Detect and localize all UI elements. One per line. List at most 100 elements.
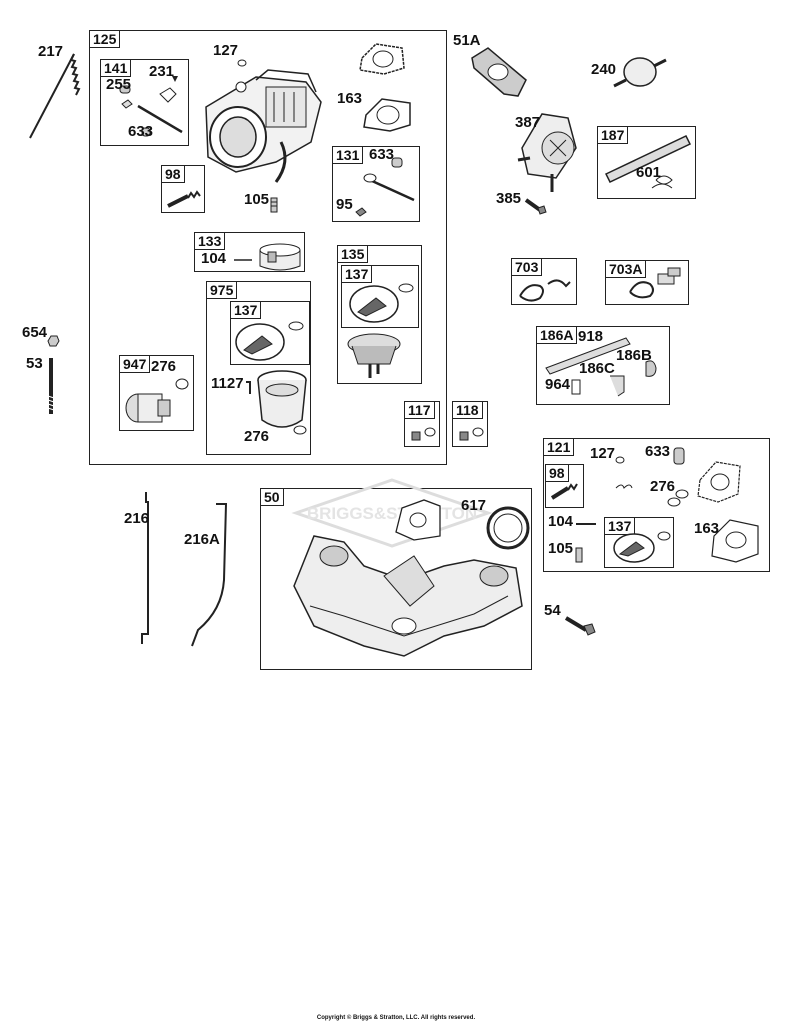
- callout-276-c: 276: [650, 478, 676, 495]
- link-216a-icon: [191, 503, 228, 647]
- tag-98-b: 98: [545, 464, 569, 482]
- spring-rod-217-icon: [29, 53, 81, 139]
- callout-163: 163: [337, 90, 363, 107]
- fuel-filter-240-icon: [613, 57, 667, 88]
- gasket-163-icon: [363, 98, 411, 132]
- box-947: [119, 355, 194, 431]
- jet-118-icon: [459, 427, 484, 441]
- throttle-parts-141-icon: [119, 76, 183, 137]
- callout-53: 53: [26, 355, 43, 372]
- jet-117-icon: [411, 427, 436, 441]
- fuel-pump-387-icon: [517, 113, 577, 192]
- tag-121: 121: [543, 438, 575, 456]
- callout-231: 231: [149, 63, 175, 80]
- callout-95: 95: [336, 196, 353, 213]
- tag-50: 50: [260, 488, 284, 506]
- gasket-51a-icon: [471, 47, 527, 97]
- tag-186a: 186A: [536, 326, 578, 344]
- callout-385: 385: [496, 190, 522, 207]
- callout-964: 964: [545, 376, 571, 393]
- hose-kit-186a-icon: [545, 337, 657, 397]
- link-216-icon: [141, 492, 149, 644]
- box-137-a: [230, 301, 310, 365]
- tag-137-b: 137: [341, 265, 373, 283]
- tag-703: 703: [511, 258, 543, 276]
- bowl-gasket-137-b-icon: [349, 283, 414, 323]
- callout-127: 127: [213, 42, 239, 59]
- callout-186b: 186B: [616, 347, 652, 364]
- tag-125: 125: [89, 30, 121, 48]
- callout-276-b: 276: [244, 428, 270, 445]
- carb-assembly-135-icon: [347, 333, 401, 378]
- callout-633-b: 633: [369, 146, 395, 163]
- callout-387: 387: [515, 114, 541, 131]
- callout-104-b: 104: [548, 513, 574, 530]
- tag-975: 975: [206, 281, 238, 299]
- tag-947: 947: [119, 355, 151, 373]
- solenoid-947-icon: [125, 378, 189, 423]
- float-133-icon: [234, 243, 301, 271]
- callout-54: 54: [544, 602, 561, 619]
- tag-141: 141: [100, 59, 132, 77]
- stud-53-icon: [47, 358, 55, 414]
- box-186a: [536, 326, 670, 405]
- small-ring-127-icon: [237, 59, 247, 67]
- box-703: [511, 258, 577, 305]
- jet-105-icon: [270, 197, 278, 213]
- screw-385-icon: [524, 198, 547, 215]
- tag-137-c: 137: [604, 517, 636, 535]
- box-125: [89, 30, 447, 465]
- box-141: [100, 59, 189, 146]
- callout-105-b: 105: [548, 540, 574, 557]
- box-137-c: [604, 517, 674, 568]
- callout-105: 105: [244, 191, 270, 208]
- callout-216: 216: [124, 510, 150, 527]
- gasket-top-icon: [359, 43, 405, 75]
- bowl-gasket-137-a-icon: [235, 321, 304, 361]
- callout-104: 104: [201, 250, 227, 267]
- callout-51a: 51A: [453, 32, 481, 49]
- box-133: [194, 232, 305, 272]
- clamp-703a-icon: [629, 267, 681, 299]
- bowl-gasket-137-c-icon: [613, 531, 671, 563]
- box-975: [206, 281, 311, 455]
- box-50: [260, 488, 532, 670]
- bolt-54-icon: [564, 616, 596, 636]
- tag-187: 187: [597, 126, 629, 144]
- callout-633-c: 633: [645, 443, 671, 460]
- callout-216a: 216A: [184, 531, 220, 548]
- callout-1127: 1127: [211, 375, 244, 392]
- box-137-b: [341, 265, 419, 328]
- callout-127-b: 127: [590, 445, 616, 462]
- tag-133: 133: [194, 232, 226, 250]
- clamp-703-icon: [519, 279, 571, 302]
- tag-117: 117: [404, 401, 435, 419]
- callout-217: 217: [38, 43, 64, 60]
- idle-screw-98-icon: [167, 190, 201, 208]
- callout-240: 240: [591, 61, 617, 78]
- box-187: [597, 126, 696, 199]
- idle-screw-98-b-icon: [550, 483, 578, 500]
- tag-98: 98: [161, 165, 185, 183]
- callout-617: 617: [461, 497, 487, 514]
- float-bowl-975-icon: [246, 370, 307, 435]
- callout-255: 255: [106, 76, 132, 93]
- tag-131: 131: [332, 146, 364, 164]
- choke-parts-131-icon: [355, 157, 415, 217]
- callout-654: 654: [22, 324, 48, 341]
- callout-163-b: 163: [694, 520, 720, 537]
- callout-601: 601: [636, 164, 662, 181]
- nut-654-icon: [47, 335, 60, 347]
- intake-manifold-50-icon: [293, 499, 530, 657]
- callout-276: 276: [151, 358, 177, 375]
- callout-918: 918: [578, 328, 604, 345]
- tag-118: 118: [452, 401, 483, 419]
- box-131: [332, 146, 420, 222]
- box-121: [543, 438, 770, 572]
- callout-186c: 186C: [579, 360, 615, 377]
- callout-633: 633: [128, 123, 154, 140]
- box-703a: [605, 260, 689, 305]
- carburetor-body-icon: [205, 69, 322, 183]
- tag-137-a: 137: [230, 301, 262, 319]
- kit-121-parts-icon: [575, 447, 759, 563]
